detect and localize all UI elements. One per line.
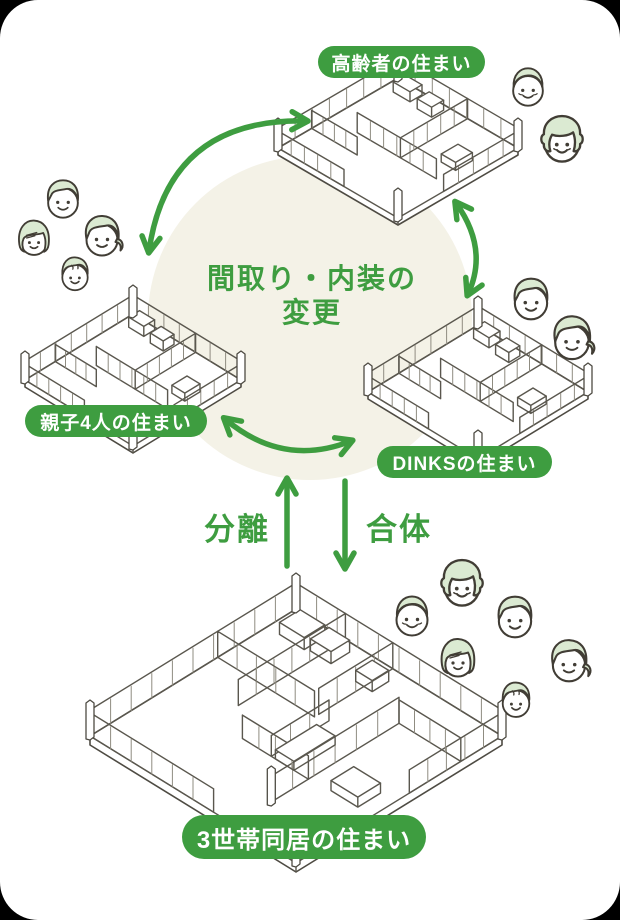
face-grandmother-icon — [540, 114, 584, 163]
label-three-generation-home: 3世帯同居の住まい — [182, 815, 426, 859]
cycle-arrow-top-left-icon — [139, 108, 311, 256]
label-family4-home: 親子4人の住まい — [25, 405, 207, 437]
cycle-arrow-right-icon — [452, 198, 485, 299]
center-caption: 間取り・内装の 変更 — [162, 262, 462, 330]
face-wife-icon — [553, 315, 596, 361]
face-daughter-icon — [440, 637, 476, 678]
label-elderly-home: 高齢者の住まい — [318, 46, 485, 78]
center-caption-line1: 間取り・内装の — [206, 263, 417, 294]
center-caption-line2: 変更 — [281, 297, 342, 328]
face-daughter-icon — [18, 219, 50, 256]
face-grandfather-icon — [395, 595, 429, 637]
floor-plan-dinks — [363, 295, 593, 467]
face-father-icon — [497, 595, 533, 639]
floor-plan-elderly — [273, 47, 523, 226]
cycle-arrow-bottom-icon — [220, 414, 356, 458]
face-son-icon — [61, 256, 89, 292]
face-grandmother-icon — [440, 558, 484, 607]
separate-label: 分離 — [204, 512, 270, 547]
face-son-icon — [501, 681, 531, 718]
merge-label: 合体 — [366, 512, 432, 547]
floor-plan-three-generation — [85, 572, 507, 873]
face-mother-icon — [551, 639, 592, 683]
face-grandfather-icon — [512, 67, 544, 107]
label-dinks-home: DINKSの住まい — [377, 446, 552, 478]
